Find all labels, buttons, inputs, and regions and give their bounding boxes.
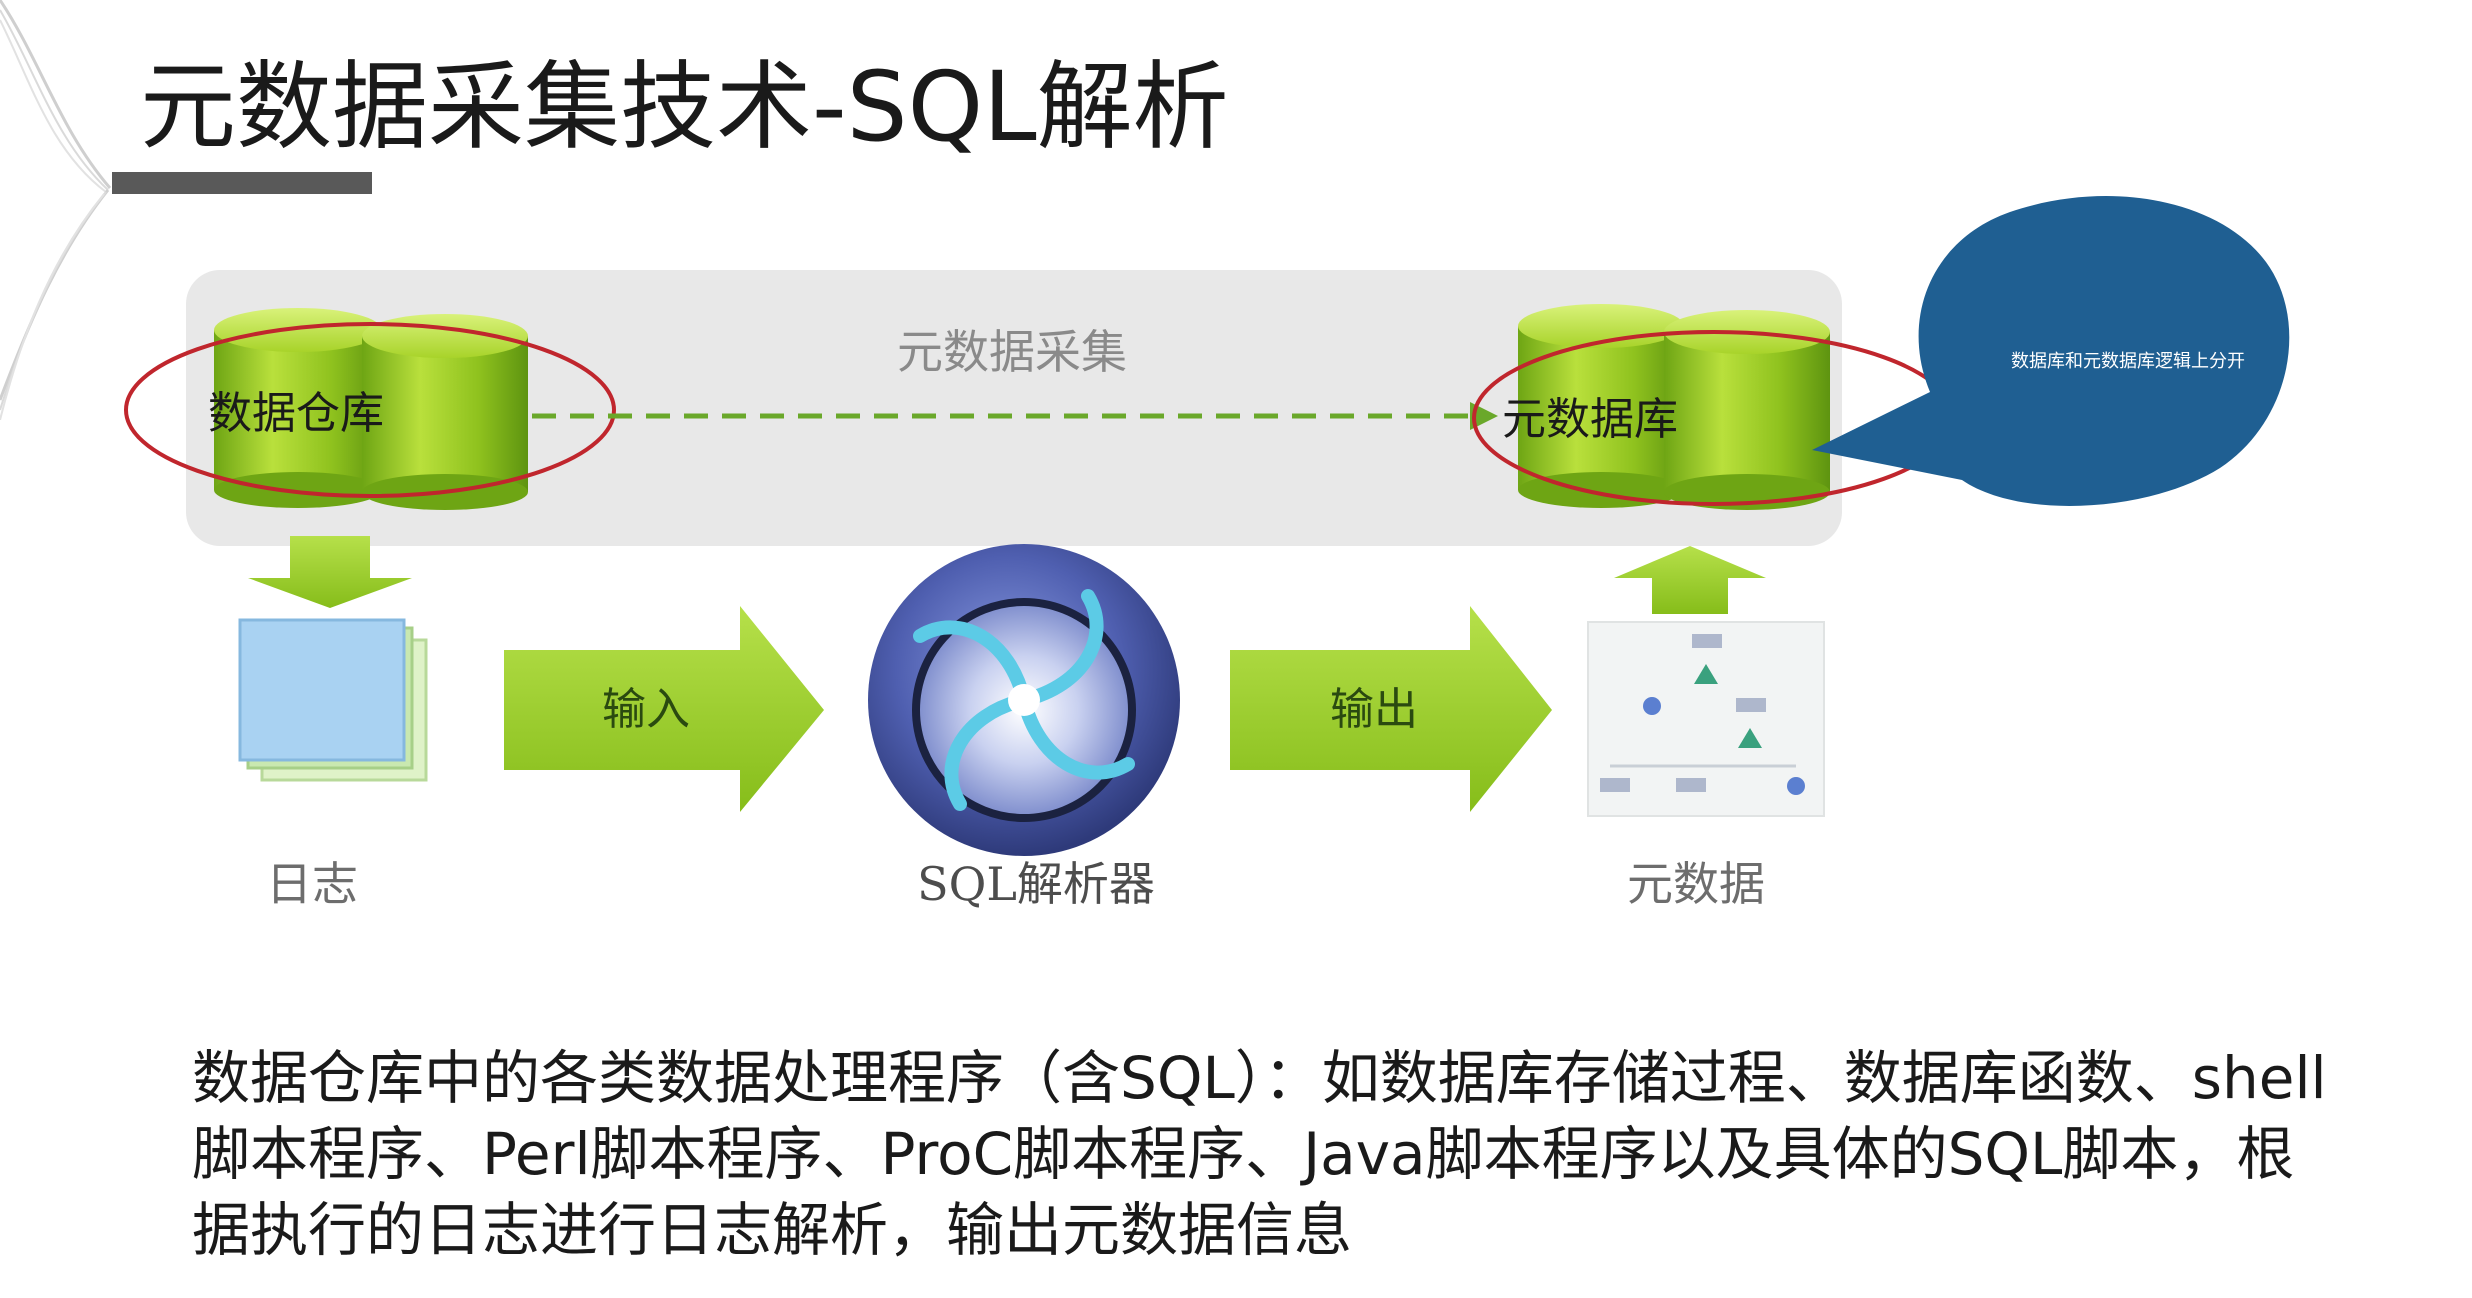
panel-label: 元数据采集 <box>897 325 1127 379</box>
down-arrow <box>248 536 412 608</box>
sql-parser-icon <box>868 544 1180 856</box>
output-arrow <box>1230 606 1552 812</box>
parser-label: SQL解析器 <box>917 857 1155 911</box>
data-warehouse-cylinders <box>214 308 528 510</box>
annotation-bubble <box>1812 196 2290 506</box>
output-arrow-label: 输出 <box>1330 684 1418 735</box>
annotation-bubble-text: 数据库和元数据库逻辑上分开 <box>2011 351 2245 372</box>
metadata-tree-icon <box>1587 621 1825 817</box>
corner-decoration <box>0 0 112 420</box>
title-underline <box>112 172 372 194</box>
source-highlight-ellipse <box>124 322 616 498</box>
source-db-label: 数据仓库 <box>208 388 384 439</box>
slide-title: 元数据采集技术-SQL解析 <box>140 51 1229 163</box>
metadata-label: 元数据 <box>1627 857 1765 911</box>
target-db-label: 元数据库 <box>1502 394 1678 445</box>
input-arrow <box>504 606 824 812</box>
up-arrow <box>1614 546 1766 614</box>
metadata-collection-panel <box>186 270 1842 546</box>
input-arrow-label: 输入 <box>602 684 690 735</box>
body-paragraph: 数据仓库中的各类数据处理程序（含SQL）：如数据库存储过程、数据库函数、shel… <box>192 1044 2327 1264</box>
log-label: 日志 <box>266 857 358 911</box>
log-document-icon <box>238 618 428 782</box>
